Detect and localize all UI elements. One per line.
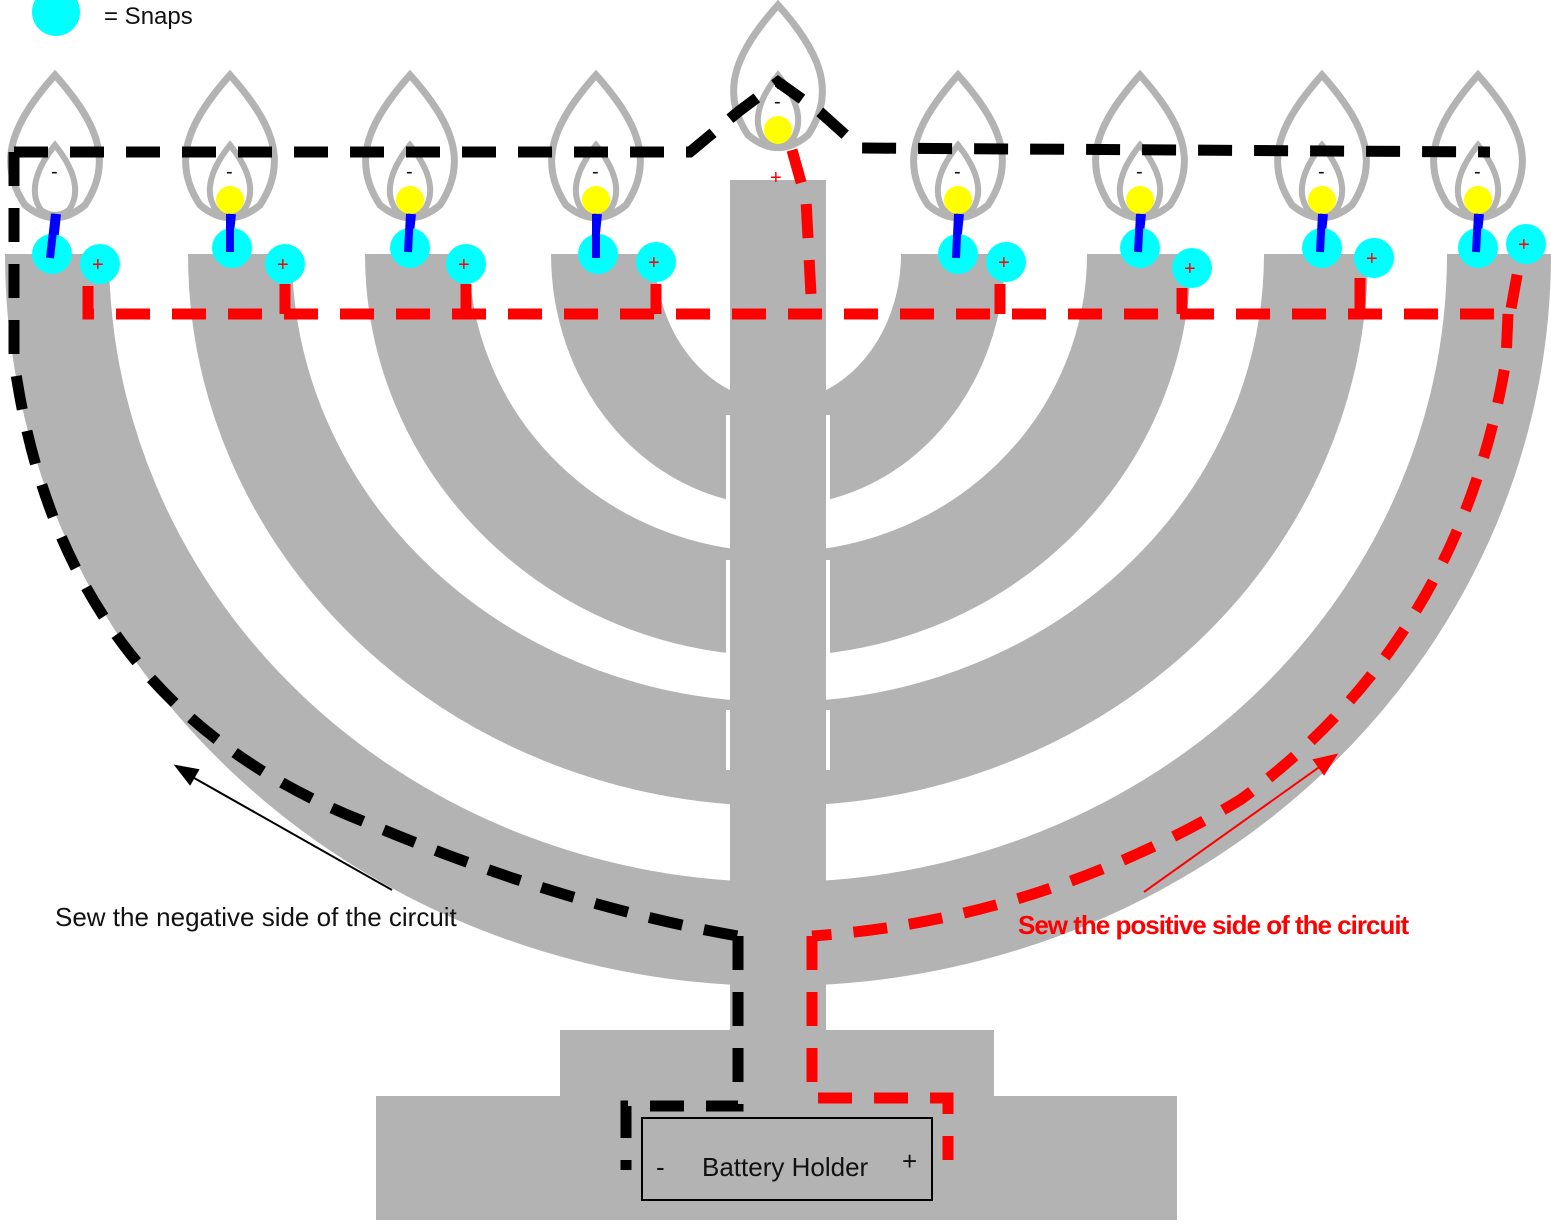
candle-7: -+ [1092, 69, 1212, 288]
candle-plus-label: + [1518, 234, 1530, 256]
positive-snap [1354, 238, 1394, 278]
led-leg-lower [1472, 213, 1482, 253]
candle-plus-label: + [648, 252, 660, 274]
positive-thread-right [811, 313, 1514, 942]
led-leg-lower [1134, 213, 1144, 253]
candle-plus-label: + [1366, 248, 1378, 270]
positive-snap [446, 244, 486, 284]
candle-minus-label: - [954, 161, 961, 183]
positive-thread-top [82, 269, 1524, 320]
candle-6: -+ [910, 69, 1026, 282]
positive-snap [986, 242, 1026, 282]
candles: -+-+-+-+-+-+-+-+-+ [7, 0, 1546, 288]
led-bulb [944, 186, 972, 214]
menorah-base-upper [560, 1030, 994, 1100]
candle-3: -+ [362, 69, 486, 284]
negative-thread-left [8, 152, 739, 942]
stem-overlay [730, 180, 826, 930]
led-leg-lower [46, 213, 59, 259]
negative-arrow-line [179, 769, 393, 891]
positive-snap [265, 244, 305, 284]
arm-outer [5, 253, 1551, 986]
candle-1: -+ [7, 69, 120, 284]
positive-side-label: Sew the positive side of the circuit [1018, 910, 1410, 940]
negative-thread-stem [620, 936, 744, 1170]
candle-minus-label: - [1318, 161, 1325, 183]
led-bulb [1308, 186, 1336, 214]
led-bulb [764, 116, 792, 144]
arm-stem-joins [730, 180, 826, 930]
led-bulb [582, 186, 610, 214]
candle-minus-label: - [774, 91, 781, 113]
negative-arrow-head [173, 764, 200, 786]
positive-arrow-line [1143, 757, 1333, 893]
positive-snap [1172, 248, 1212, 288]
candle-minus-label: - [1136, 161, 1143, 183]
led-bulb [396, 186, 424, 214]
candle-plus-label: + [1184, 258, 1196, 280]
positive-thread-stem [806, 936, 954, 1160]
led-leg-lower [1316, 213, 1326, 253]
candle-minus-label: - [1474, 161, 1481, 183]
candle-plus-label: + [998, 252, 1010, 274]
led-bulb [1126, 186, 1154, 214]
inner-flame-outline [754, 70, 802, 148]
led-bulb [1464, 186, 1492, 214]
led-bulb [216, 186, 244, 214]
candle-minus-label: - [226, 161, 233, 183]
candle-5: -+ [730, 0, 826, 189]
candle-9: -+ [1430, 69, 1546, 268]
positive-snap [636, 242, 676, 282]
positive-thread-center [786, 148, 818, 315]
candle-plus-label: + [92, 254, 104, 276]
battery-holder: - Battery Holder + [641, 1117, 933, 1201]
positive-drops [279, 278, 1366, 314]
stem-gaps [726, 415, 830, 860]
negative-thread-top [14, 75, 1491, 158]
candle-minus-label: - [592, 161, 599, 183]
positive-arrow [1143, 753, 1339, 893]
battery-plus-label: + [902, 1146, 917, 1176]
candle-2: -+ [182, 69, 305, 284]
battery-holder-box [641, 1117, 933, 1201]
candle-minus-label: - [406, 161, 413, 183]
negative-side-label: Sew the negative side of the circuit [55, 902, 458, 932]
legend-text: = Snaps [104, 3, 193, 30]
candle-8: -+ [1274, 69, 1394, 278]
positive-snap [80, 244, 120, 284]
positive-thread [82, 148, 1524, 1160]
candle-plus-label: + [277, 254, 289, 276]
battery-minus-label: - [656, 1152, 665, 1182]
battery-holder-label: Battery Holder [702, 1152, 869, 1182]
negative-arrow [173, 764, 393, 891]
candle-plus-label: + [458, 254, 470, 276]
snap-legend-icon [32, 0, 80, 36]
legend: = Snaps [32, 0, 193, 36]
candle-plus-label: + [770, 167, 782, 189]
candle-minus-label: - [51, 161, 58, 183]
led-leg-lower [404, 213, 414, 253]
led-leg-lower [952, 213, 962, 259]
positive-snap [1506, 224, 1546, 264]
negative-thread [8, 75, 1491, 1170]
candle-4: -+ [548, 69, 676, 282]
positive-arrow-head [1312, 753, 1339, 776]
